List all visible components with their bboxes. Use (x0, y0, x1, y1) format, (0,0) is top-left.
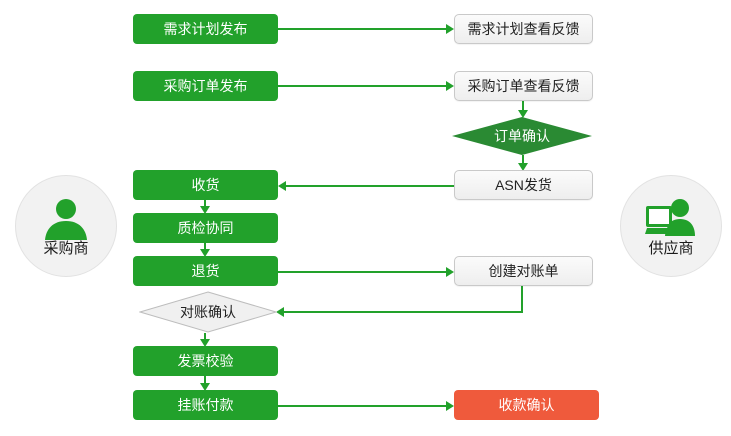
edge-n5-n6-line (522, 155, 524, 164)
node-asn-shipment[interactable]: ASN发货 (454, 170, 593, 200)
actor-buyer[interactable]: 采购商 (15, 175, 117, 277)
edge-n11-n12-line (204, 333, 206, 340)
node-quality-inspection[interactable]: 质检协同 (133, 213, 278, 243)
node-label: 收货 (191, 177, 220, 193)
edge-n7-n8-arrowhead (200, 206, 210, 214)
node-create-reconciliation-statement[interactable]: 创建对账单 (454, 256, 593, 286)
node-reconciliation-confirm-decision[interactable]: 对账确认 (139, 291, 277, 333)
node-label: 收款确认 (498, 397, 555, 413)
node-label: ASN发货 (495, 177, 552, 193)
node-receipt-confirm[interactable]: 收款确认 (454, 390, 599, 420)
diamond-shape-green (452, 117, 592, 155)
edge-n7-n8-line (204, 200, 206, 207)
node-purchase-order-publish[interactable]: 采购订单发布 (133, 71, 278, 101)
node-label: 采购订单发布 (163, 78, 248, 94)
node-payable-payment[interactable]: 挂账付款 (133, 390, 278, 420)
edge-n1-n2-line (278, 28, 446, 30)
node-label: 订单确认 (494, 128, 550, 144)
edge-n3-n4-line (278, 85, 446, 87)
node-purchase-order-feedback[interactable]: 采购订单查看反馈 (454, 71, 593, 101)
edge-n8-n9-line (204, 243, 206, 250)
node-requirement-plan-publish[interactable]: 需求计划发布 (133, 14, 278, 44)
node-label: 挂账付款 (177, 397, 234, 413)
node-label: 对账确认 (180, 304, 236, 320)
edge-n9-n10-line (278, 271, 446, 273)
edge-n4-n5-arrowhead (518, 110, 528, 118)
edge-n10-n11-arrowhead (276, 307, 284, 317)
edge-n5-n6-arrowhead (518, 163, 528, 171)
node-receive-goods[interactable]: 收货 (133, 170, 278, 200)
node-requirement-plan-feedback[interactable]: 需求计划查看反馈 (454, 14, 593, 44)
edge-n13-n14-line (278, 405, 446, 407)
edge-n6-n7-line (286, 185, 454, 187)
edge-n12-n13-arrowhead (200, 383, 210, 391)
node-return-goods[interactable]: 退货 (133, 256, 278, 286)
node-label: 采购订单查看反馈 (467, 78, 580, 94)
actor-buyer-label: 采购商 (43, 240, 89, 257)
node-label: 退货 (191, 263, 220, 279)
edge-n1-n2-arrowhead (446, 24, 454, 34)
edge-n4-n5-line (522, 101, 524, 111)
node-invoice-verification[interactable]: 发票校验 (133, 346, 278, 376)
edge-n9-n10-arrowhead (446, 267, 454, 277)
node-order-confirm-decision[interactable]: 订单确认 (452, 117, 592, 155)
edge-n6-n7-arrowhead (278, 181, 286, 191)
edge-n11-n12-arrowhead (200, 339, 210, 347)
diamond-shape-gray (139, 291, 277, 333)
person-icon (39, 196, 93, 240)
actor-supplier[interactable]: 供应商 (620, 175, 722, 277)
actor-supplier-label: 供应商 (648, 240, 694, 257)
edge-n3-n4-arrowhead (446, 81, 454, 91)
edge-n10-n11-run (284, 311, 523, 313)
edge-n10-n11-drop (521, 286, 523, 313)
node-label: 需求计划发布 (163, 21, 248, 37)
edge-n13-n14-arrowhead (446, 401, 454, 411)
person-at-computer-icon (644, 196, 698, 240)
edge-n12-n13-line (204, 376, 206, 384)
node-label: 质检协同 (177, 220, 234, 236)
node-label: 需求计划查看反馈 (467, 21, 580, 37)
node-label: 发票校验 (177, 353, 234, 369)
edge-n8-n9-arrowhead (200, 249, 210, 257)
node-label: 创建对账单 (488, 263, 559, 279)
